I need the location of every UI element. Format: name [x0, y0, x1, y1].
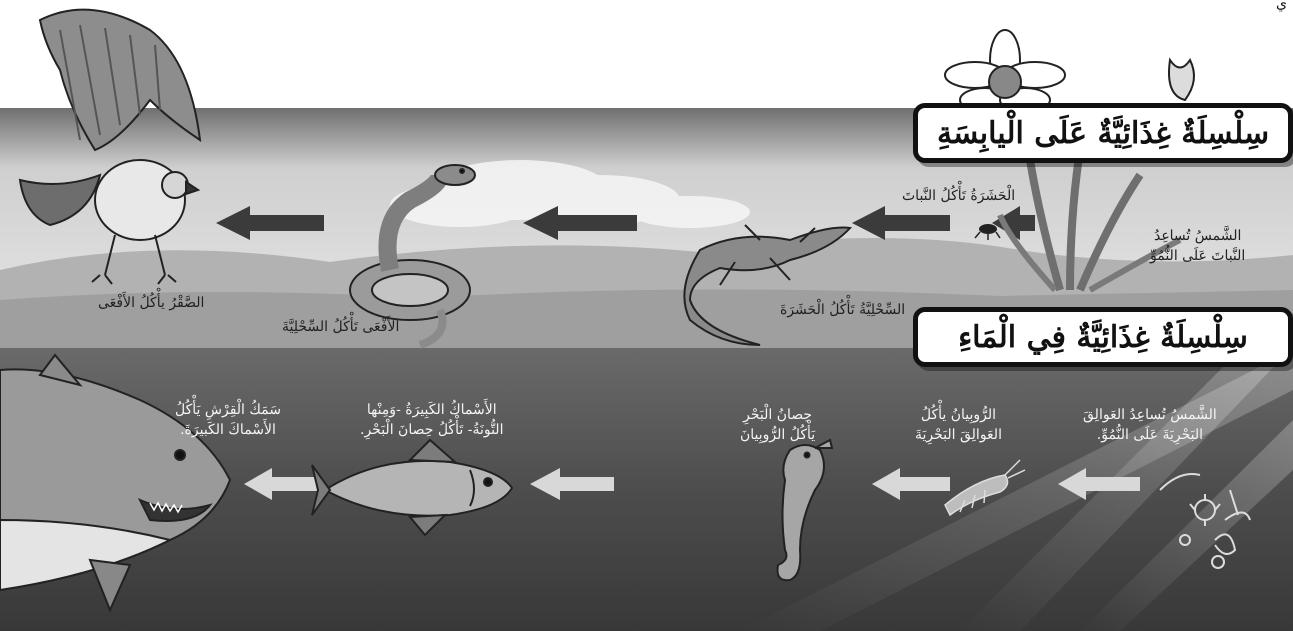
- label-shark: سَمَكُ الْقِرْشِ يَأْكُلُ الأَسْماكَ الك…: [175, 400, 281, 440]
- label-line: الرُّوبِيانُ يأْكُلُ: [915, 405, 1002, 425]
- label-shrimp: الرُّوبِيانُ يأْكُلُ العَوالِقَ البَحْرِ…: [915, 405, 1002, 445]
- label-line: يَأْكُلُ الرُّوبِيانَ: [740, 425, 815, 445]
- label-line: سَمَكُ الْقِرْشِ يَأْكُلُ: [175, 400, 281, 420]
- label-line: الشَّمسُ تُساعِدُ: [1150, 226, 1245, 246]
- label-line: حِصانُ الْبَحْرِ: [740, 405, 815, 425]
- label-insect: الْحَشَرَةُ تَأْكُلُ النَّباتَ: [902, 186, 1015, 206]
- label-lizard: السِّحْلِيَّةُ تَأْكُلُ الْحَشَرَةَ: [780, 300, 905, 320]
- label-seahorse: حِصانُ الْبَحْرِ يَأْكُلُ الرُّوبِيانَ: [740, 405, 815, 445]
- label-hawk: الصَّقْرُ يأْكُلُ الأَفْعَى: [98, 293, 204, 313]
- land-chain-title: سِلْسِلَةٌ غِذَائِيَّةٌ عَلَى الْيابِسَة…: [913, 103, 1293, 163]
- label-line: البَحْرِيَةَ عَلَى النُّمُوِّ.: [1083, 425, 1217, 445]
- label-line: التُّونَةُ- تَأْكُلُ حِصانَ الْبَحْرِ.: [360, 420, 503, 440]
- flower-icon: [945, 30, 1194, 112]
- label-line: الأَسْماكُ الكَبِيرَةُ -وَمِنْها: [360, 400, 503, 420]
- label-snake: الأَفْعَى تَأْكُلُ السِّحْلِيَّةَ: [282, 317, 399, 337]
- label-line: النَّباتَ عَلَى النُّمُوِّ: [1150, 246, 1245, 266]
- water-chain-title: سِلْسِلَةٌ غِذَائِيَّةٌ فِي الْمَاءِ: [913, 307, 1293, 367]
- page-corner-mark: ي: [1276, 0, 1287, 12]
- label-sun-plant: الشَّمسُ تُساعِدُ النَّباتَ عَلَى النُّم…: [1150, 226, 1245, 266]
- label-sun-plankton: الشَّمسُ تُساعِدُ العَوالِقَ البَحْرِيَة…: [1083, 405, 1217, 445]
- label-tuna: الأَسْماكُ الكَبِيرَةُ -وَمِنْها التُّون…: [360, 400, 503, 440]
- label-line: الشَّمسُ تُساعِدُ العَوالِقَ: [1083, 405, 1217, 425]
- label-line: العَوالِقَ البَحْرِيَةَ: [915, 425, 1002, 445]
- label-line: الأَسْماكَ الكَبيرَةَ.: [175, 420, 281, 440]
